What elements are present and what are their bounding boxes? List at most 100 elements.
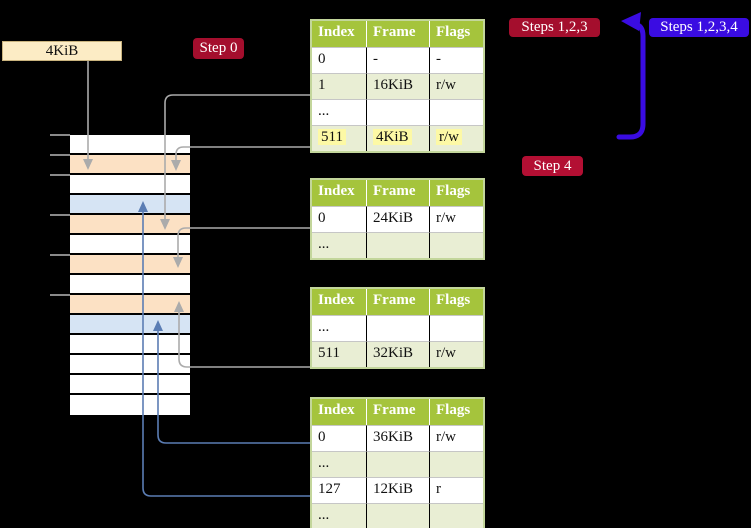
cell-text: 0	[318, 429, 326, 445]
table-cell	[430, 99, 483, 125]
cell-text: ...	[318, 103, 330, 119]
memory-frame-row-white	[70, 135, 190, 155]
memory-frame-row-blue	[70, 195, 190, 215]
arrowhead-t1-row-511-to-frame	[171, 160, 181, 171]
cell-text: r/w	[436, 77, 456, 93]
table-row: 0 36KiB r/w	[312, 425, 483, 451]
table-cell: 511	[312, 341, 367, 367]
table-row: ...	[312, 232, 483, 258]
cell-text: 0	[318, 51, 326, 67]
page-size-label: 4KiB	[2, 41, 122, 61]
memory-stack	[70, 135, 190, 415]
table-row: 0 - -	[312, 47, 483, 73]
table-cell: r/w	[430, 73, 483, 99]
arrowhead-t1-row-1-to-frame	[160, 219, 170, 230]
arrowhead-t3-row-511-to-frame	[174, 301, 184, 312]
table-cell	[430, 232, 483, 258]
cell-text: ...	[318, 319, 330, 335]
table-cell	[367, 232, 430, 258]
table-row: 511 4KiB r/w	[312, 125, 483, 151]
table-cell: r/w	[430, 125, 483, 151]
page-boundary-tick	[50, 294, 70, 296]
badge-steps-1-2-3: Steps 1,2,3	[509, 18, 600, 37]
table-cell: ...	[312, 99, 367, 125]
column-header: Index	[312, 289, 367, 315]
arrowhead-loop-back-arrow	[621, 12, 641, 31]
table-cell: 4KiB	[367, 125, 430, 151]
table-cell: 127	[312, 477, 367, 503]
cell-text: 511	[318, 129, 346, 145]
table-cell	[367, 99, 430, 125]
cell-text: ...	[318, 455, 330, 471]
memory-frame-row-white	[70, 235, 190, 255]
table-cell: ...	[312, 315, 367, 341]
table-cell: -	[367, 47, 430, 73]
table-cell	[430, 503, 483, 528]
table-cell: r/w	[430, 206, 483, 232]
memory-frame-row-white	[70, 175, 190, 195]
table-row: ...	[312, 315, 483, 341]
cell-text: -	[373, 51, 378, 67]
memory-frame-row-white	[70, 335, 190, 355]
table-cell: r/w	[430, 341, 483, 367]
column-header: Flags	[430, 21, 483, 47]
table-row: 511 32KiB r/w	[312, 341, 483, 367]
column-header: Flags	[430, 180, 483, 206]
memory-frame-row-peach	[70, 255, 190, 275]
cell-text: 4KiB	[373, 129, 412, 145]
table-row: ...	[312, 451, 483, 477]
badge-step-0: Step 0	[193, 38, 244, 59]
table-cell: -	[430, 47, 483, 73]
column-header: Flags	[430, 399, 483, 425]
cell-text: 12KiB	[373, 481, 414, 497]
connector-t2-row-0-to-frame	[177, 227, 310, 259]
cell-text: r/w	[436, 210, 456, 226]
arrowhead-label-4kib-to-frame	[83, 159, 93, 170]
table-cell	[367, 451, 430, 477]
arrowhead-t4-row-127-to-frame	[138, 201, 148, 212]
memory-frame-row-peach	[70, 295, 190, 315]
connector-t4-row-127-to-frame	[142, 210, 310, 497]
cell-text: r	[436, 481, 441, 497]
memory-frame-row-peach	[70, 215, 190, 235]
page-boundary-tick	[50, 134, 70, 136]
table-cell: r/w	[430, 425, 483, 451]
table-row: 1 16KiB r/w	[312, 73, 483, 99]
table-cell	[367, 503, 430, 528]
cell-text: -	[436, 51, 441, 67]
cell-text: 16KiB	[373, 77, 414, 93]
table-cell: 32KiB	[367, 341, 430, 367]
table-row: ...	[312, 99, 483, 125]
badge-step-4: Step 4	[522, 156, 583, 176]
cell-text: 36KiB	[373, 429, 414, 445]
arrowhead-t4-row-0-to-frame	[153, 320, 163, 331]
cell-text: 0	[318, 210, 326, 226]
table-row: ...	[312, 503, 483, 528]
memory-frame-row-white	[70, 375, 190, 395]
column-header: Index	[312, 21, 367, 47]
page-boundary-tick	[50, 154, 70, 156]
cell-text: 511	[318, 345, 340, 361]
table-cell: ...	[312, 232, 367, 258]
column-header: Frame	[367, 399, 430, 425]
loop-back-arrow	[616, 21, 646, 140]
table-cell: 36KiB	[367, 425, 430, 451]
column-header: Frame	[367, 21, 430, 47]
page-boundary-tick	[50, 214, 70, 216]
table-cell: 16KiB	[367, 73, 430, 99]
cell-text: 32KiB	[373, 345, 414, 361]
memory-frame-row-white	[70, 355, 190, 375]
cell-text: 1	[318, 77, 326, 93]
cell-text: ...	[318, 507, 330, 523]
badge-steps-1-2-3-4: Steps 1,2,3,4	[649, 18, 749, 37]
column-header: Index	[312, 180, 367, 206]
